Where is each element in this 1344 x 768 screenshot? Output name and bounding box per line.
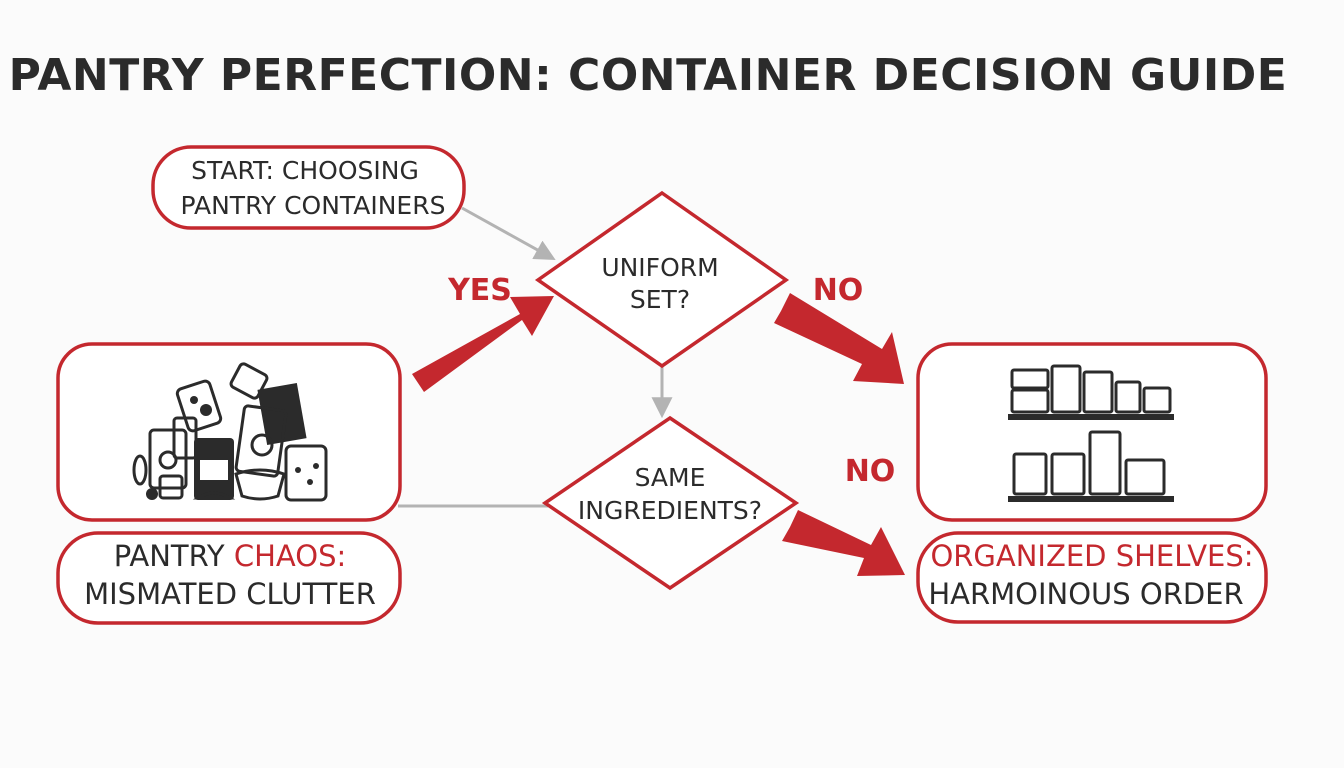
uniform-set-decision: UNIFORM SET? <box>534 190 790 369</box>
same-ingredients-decision: SAME INGREDIENTS? <box>541 415 800 591</box>
same-decision-line1: SAME <box>635 463 706 492</box>
page-title: PANTRY PERFECTION: CONTAINER DECISION GU… <box>9 50 1288 101</box>
chaos-label-line1: PANTRY CHAOS: <box>114 539 347 573</box>
chaos-label-line2: MISMATED CLUTTER <box>84 577 376 611</box>
chaos-label-prefix: PANTRY <box>114 539 234 573</box>
no-label-top: NO <box>813 273 864 308</box>
organized-label-line2: HARMOINOUS ORDER <box>928 577 1243 611</box>
no-arrow-top <box>774 293 904 384</box>
chaos-image-box <box>56 342 402 522</box>
no-label-bottom: NO <box>845 454 896 489</box>
chaos-label-highlight: CHAOS: <box>234 539 346 573</box>
uniform-decision-line1: UNIFORM <box>601 253 718 282</box>
same-decision-line2: INGREDIENTS? <box>578 496 762 525</box>
yes-arrow <box>412 296 554 392</box>
start-node: START: CHOOSING PANTRY CONTAINERS <box>151 145 466 230</box>
organized-label-box: ORGANIZED SHELVES: HARMOINOUS ORDER <box>916 531 1268 624</box>
organized-image-box <box>916 342 1268 522</box>
start-node-line1: START: CHOOSING <box>191 156 419 185</box>
no-arrow-bottom <box>782 510 905 576</box>
cluttered-containers-icon <box>132 362 328 502</box>
start-to-uniform-connector <box>461 206 556 261</box>
yes-label: YES <box>447 273 512 308</box>
uniform-decision-line2: SET? <box>630 285 690 314</box>
organized-shelves-icon <box>1008 364 1174 502</box>
organized-label-line1: ORGANIZED SHELVES: <box>930 539 1253 573</box>
start-node-line2: PANTRY CONTAINERS <box>181 191 446 220</box>
chaos-label-box: PANTRY CHAOS: MISMATED CLUTTER <box>56 531 402 625</box>
